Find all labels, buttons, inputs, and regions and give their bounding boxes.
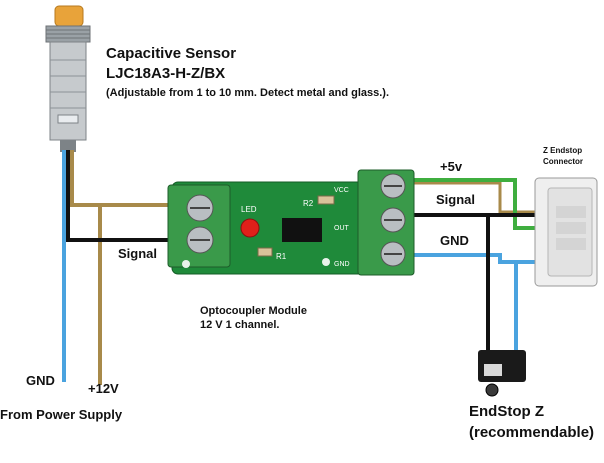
- sensor-title: Capacitive Sensor: [106, 45, 237, 62]
- gnd-left-label: GND: [26, 373, 55, 388]
- power-supply-label: From Power Supply: [0, 407, 123, 422]
- endstop-line1: EndStop Z: [469, 403, 544, 420]
- gnd-right-label: GND: [440, 233, 469, 248]
- module-spec: 12 V 1 channel.: [200, 319, 280, 331]
- connector-title-2: Connector: [543, 157, 583, 166]
- silk-r1-label: R1: [276, 252, 287, 261]
- wire-brown-12v: [70, 150, 172, 385]
- sensor-note: (Adjustable from 1 to 10 mm. Detect meta…: [106, 87, 390, 99]
- endstop-switch-icon: [478, 350, 526, 397]
- silk-r2-label: R2: [303, 199, 314, 208]
- capacitive-sensor-icon: [45, 5, 91, 152]
- wire-brown-5v: [412, 181, 535, 214]
- silk-led-label: LED: [241, 205, 257, 214]
- signal-left-label: Signal: [118, 246, 158, 261]
- silk-gnd-label: GND: [334, 261, 350, 268]
- sensor-model: LJC18A3-H-Z/BX: [106, 65, 226, 82]
- wire-black-signal-left: [66, 150, 172, 242]
- silk-out-label: OUT: [334, 225, 350, 232]
- plus12v-label: +12V: [88, 381, 119, 396]
- wire-green-5v: [412, 178, 535, 230]
- endstop-line2: (recommendable): [469, 424, 595, 441]
- silk-vcc-label: VCC: [334, 187, 349, 194]
- module-title: Optocoupler Module: [200, 305, 307, 317]
- wire-blue-gnd-right: [412, 253, 535, 264]
- signal-right-label: Signal: [436, 192, 476, 207]
- plus5v-label: +5v: [440, 159, 463, 174]
- optocoupler-module-icon: [167, 169, 415, 276]
- endstop-connector-icon: [534, 177, 598, 287]
- connector-title-1: Z Endstop: [543, 146, 583, 155]
